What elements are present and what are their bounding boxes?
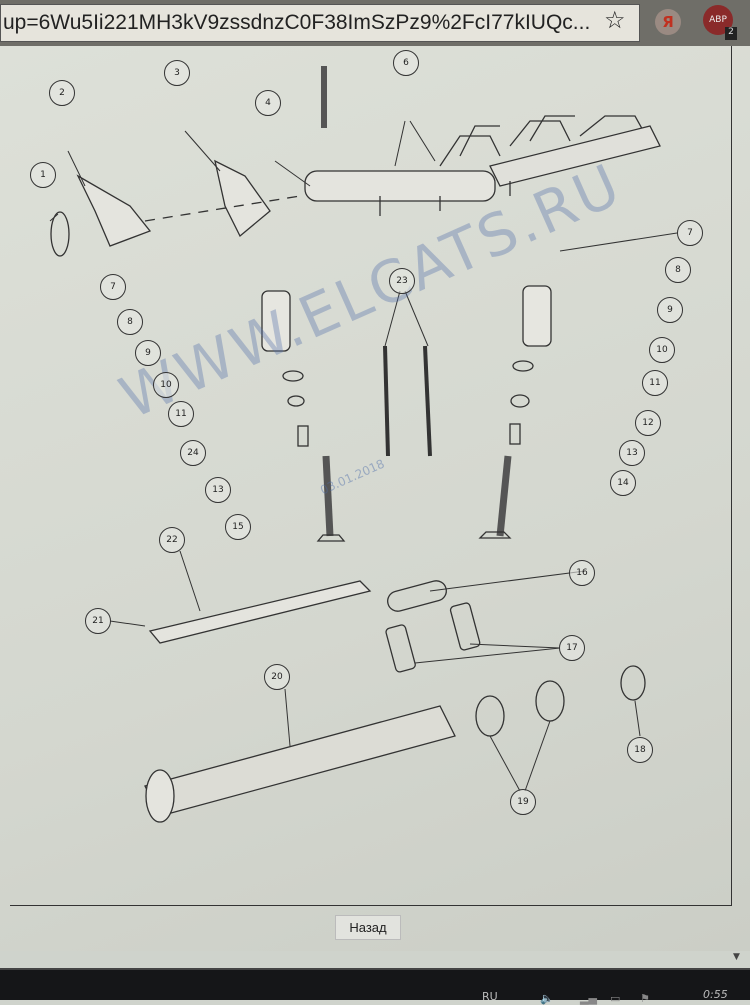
callout[interactable]: 18 (627, 737, 653, 763)
adblock-count-badge: 2 (725, 27, 737, 40)
taskbar: RU 🔈 ▂▄ ▭ ⚑ 0:55 (0, 968, 750, 1005)
network-icon[interactable]: ▂▄ (580, 992, 597, 1005)
rocker-shaft-assembly (304, 66, 661, 216)
callout[interactable]: 22 (159, 527, 185, 553)
callout[interactable]: 13 (205, 477, 231, 503)
back-button[interactable]: Назад (335, 915, 401, 940)
lifter-guide (148, 580, 481, 673)
diagram-frame (10, 46, 732, 906)
callout[interactable]: 11 (168, 401, 194, 427)
address-bar[interactable]: up=6Wu5Ii221MH3kV9zssdnzC0F38ImSzPz9%2Fc… (0, 4, 640, 42)
callout[interactable]: 8 (117, 309, 143, 335)
callout[interactable]: 15 (225, 514, 251, 540)
browser-toolbar: up=6Wu5Ii221MH3kV9zssdnzC0F38ImSzPz9%2Fc… (0, 0, 750, 46)
volume-icon[interactable]: 🔈 (540, 992, 554, 1005)
callout[interactable]: 21 (85, 608, 111, 634)
leader-lines (49, 120, 678, 792)
callout[interactable]: 23 (389, 268, 415, 294)
callout[interactable]: 1 (30, 162, 56, 188)
language-indicator[interactable]: RU (482, 990, 498, 1003)
callout[interactable]: 19 (510, 789, 536, 815)
rocker-arms (50, 159, 301, 257)
camshaft (144, 665, 646, 823)
callout[interactable]: 16 (569, 560, 595, 586)
callout[interactable]: 12 (635, 410, 661, 436)
star-icon[interactable]: ☆ (604, 6, 626, 34)
flag-icon[interactable]: ⚑ (640, 992, 650, 1005)
valve-right (478, 285, 552, 539)
parts-diagram (49, 66, 678, 823)
push-rods (383, 345, 432, 457)
callout[interactable]: 4 (255, 90, 281, 116)
adblock-extension-icon[interactable]: ABP (703, 5, 733, 35)
callout[interactable]: 17 (559, 635, 585, 661)
callout[interactable]: 7 (677, 220, 703, 246)
callout[interactable]: 10 (153, 372, 179, 398)
callout[interactable]: 24 (180, 440, 206, 466)
callout[interactable]: 13 (619, 440, 645, 466)
callout[interactable]: 9 (135, 340, 161, 366)
yandex-extension-icon[interactable]: Я (655, 9, 681, 35)
callout[interactable]: 11 (642, 370, 668, 396)
callout[interactable]: 7 (100, 274, 126, 300)
callout[interactable]: 3 (164, 60, 190, 86)
callout[interactable]: 9 (657, 297, 683, 323)
clock: 0:55 (703, 988, 728, 1001)
callout[interactable]: 20 (264, 664, 290, 690)
callout[interactable]: 6 (393, 50, 419, 76)
valve-left (261, 290, 346, 542)
scroll-down-arrow-icon[interactable]: ▼ (733, 952, 740, 962)
callout[interactable]: 10 (649, 337, 675, 363)
battery-icon[interactable]: ▭ (610, 992, 621, 1005)
callout[interactable]: 2 (49, 80, 75, 106)
callout[interactable]: 14 (610, 470, 636, 496)
callout[interactable]: 8 (665, 257, 691, 283)
